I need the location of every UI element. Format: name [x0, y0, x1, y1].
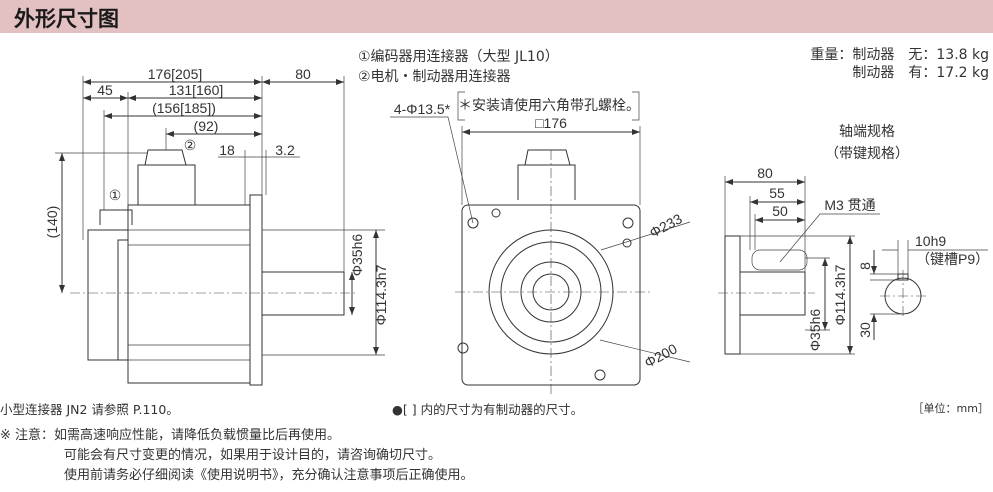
shaft-view-title: 轴端规格 — [839, 123, 895, 139]
dim-phi35: Φ35h6 — [349, 234, 365, 277]
connector-1 — [99, 209, 133, 225]
connector-note: 小型连接器 JN2 请参照 P.110。 — [0, 402, 179, 417]
side-view: 176[205] 80 45 131[160] (156[185]) (92) … — [44, 66, 389, 386]
rear-cover — [87, 229, 129, 361]
dim-shaft-phi114: Φ114.3h7 — [832, 264, 848, 325]
tap-label: M3 贯通 — [824, 197, 875, 213]
unit-label: ［单位：mm］ — [912, 402, 989, 415]
legend-item-2: ②电机・制动器用连接器 — [358, 69, 511, 85]
dim-18: 18 — [219, 142, 235, 158]
hole-spec-label: 4-Φ13.5* — [394, 101, 451, 117]
dim-shaft-55: 55 — [769, 185, 785, 201]
motor-shaft — [261, 271, 345, 316]
dim-phi114: Φ114.3h7 — [373, 264, 389, 325]
dim-body-length: 131[160] — [169, 82, 224, 98]
dim-shaft-phi35: Φ35h6 — [807, 309, 823, 352]
legend-item-1: ①编码器用连接器（大型 JL10） — [358, 49, 559, 65]
dim-156: (156[185]) — [152, 100, 216, 116]
motor-body — [127, 204, 251, 384]
weight-with-brake: 制动器 有：17.2 kg — [852, 65, 989, 81]
weight-no-brake: 重量：制动器 无：13.8 kg — [810, 47, 989, 63]
front-connector — [517, 149, 576, 200]
keyway-spec: （键槽P9） — [916, 251, 989, 267]
dim-phi233: Φ233 — [647, 210, 685, 240]
motor-flange — [249, 194, 263, 386]
bracket-note: ●[ ] 内的尺寸为有制动器的尺寸。 — [392, 402, 584, 417]
dim-140: (140) — [44, 206, 60, 239]
shaft-view-subtitle: （带键规格） — [825, 145, 909, 161]
dim-shaft-80: 80 — [757, 165, 773, 181]
mounting-holes — [457, 208, 634, 381]
header-bar: 外形尺寸图 — [0, 0, 993, 33]
connector-2 — [137, 149, 196, 205]
dim-key-8: 8 — [857, 262, 873, 270]
shaft-flange — [724, 235, 741, 355]
dim-shaft-50: 50 — [772, 203, 788, 219]
dim-total-length: 176[205] — [148, 66, 203, 82]
connector-1-marker: ① — [109, 187, 122, 203]
caution-line-1: ※ 注意：如需高速响应性能，请降低负载惯量比后再使用。 — [0, 428, 341, 443]
dim-square-176: □176 — [535, 115, 567, 131]
dim-key-30: 30 — [857, 322, 873, 338]
dim-phi200: Φ200 — [642, 340, 680, 370]
dim-3-2: 3.2 — [275, 142, 295, 158]
shaft-view: 轴端规格 （带键规格） 80 55 50 M3 贯通 Φ114.3h7 Φ35h… — [718, 123, 989, 355]
front-view: 4-Φ13.5* ＊安装请使用六角带孔螺栓。 □176 Φ233 Φ200 — [390, 91, 691, 395]
connector-2-marker: ② — [184, 137, 197, 153]
hole-note: ＊安装请使用六角带孔螺栓。 — [458, 97, 640, 113]
shaft-keyway — [751, 249, 808, 271]
dim-shaft-length: 80 — [295, 66, 311, 82]
dim-92: (92) — [194, 118, 219, 134]
caution-line-2: 可能会有尺寸变更的情况，如果用于设计目的，请咨询确切尺寸。 — [64, 448, 442, 463]
shaft-body — [739, 271, 806, 316]
key-width: 10h9 — [915, 233, 946, 249]
dim-45: 45 — [97, 82, 113, 98]
caution-line-3: 使用前请务必仔细阅读《使用说明书》，充分确认注意事项后正确使用。 — [64, 468, 474, 483]
page-title: 外形尺寸图 — [14, 7, 119, 31]
